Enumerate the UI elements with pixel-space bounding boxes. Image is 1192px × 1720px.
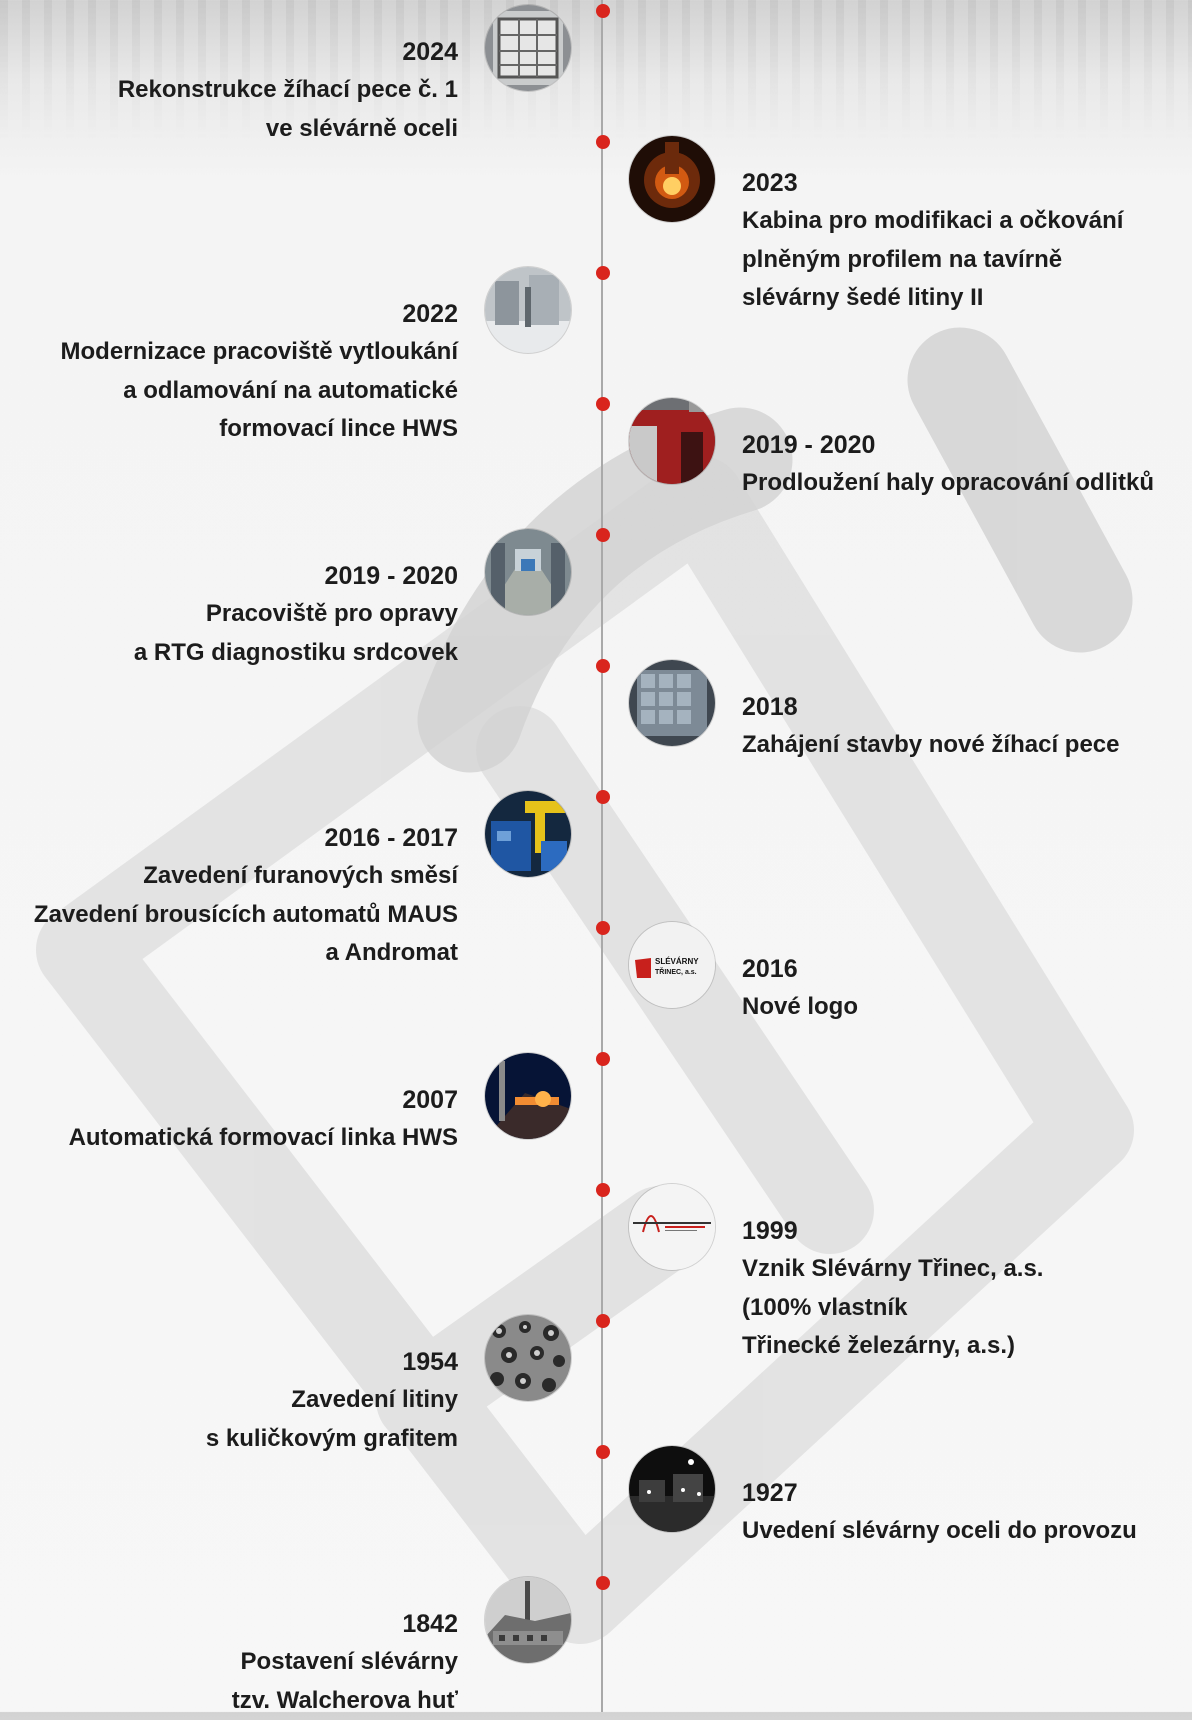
timeline-description: Nové logo bbox=[742, 993, 859, 1020]
timeline-year: 2019 - 2020 bbox=[742, 431, 876, 459]
timeline-dot bbox=[596, 1314, 610, 1328]
timeline-description: Zavedení litiny s kuličkovým grafitem bbox=[205, 1386, 458, 1452]
old-logo bbox=[629, 1184, 715, 1270]
timeline-year: 2016 - 2017 bbox=[324, 824, 458, 852]
timeline-year: 1927 bbox=[742, 1479, 798, 1507]
timeline-description: Kabina pro modifikaci a očkování plněným… bbox=[742, 207, 1124, 311]
timeline-dot bbox=[596, 528, 610, 542]
timeline-year: 2007 bbox=[402, 1086, 458, 1114]
timeline-year: 1954 bbox=[402, 1348, 458, 1376]
timeline-year: 2023 bbox=[742, 169, 798, 197]
timeline-description: Modernizace pracoviště vytloukání a odla… bbox=[60, 338, 458, 442]
timeline-year: 2022 bbox=[402, 300, 458, 328]
timeline-dot bbox=[596, 1052, 610, 1066]
timeline-year: 1842 bbox=[402, 1610, 458, 1638]
repair-workshop-photo bbox=[485, 529, 571, 615]
furnace-construction-photo bbox=[629, 660, 715, 746]
timeline-dot bbox=[596, 397, 610, 411]
timeline-description: Postavení slévárny tzv. Walcherova huť bbox=[231, 1648, 458, 1714]
timeline-description: Zahájení stavby nové žíhací pece bbox=[742, 731, 1120, 758]
timeline-description: Pracoviště pro opravy a RTG diagnostiku … bbox=[133, 600, 458, 666]
timeline-dot bbox=[596, 1576, 610, 1590]
molding-line-photo bbox=[485, 1053, 571, 1139]
grinding-machines-photo bbox=[485, 791, 571, 877]
timeline-description: Vznik Slévárny Třinec, a.s. (100% vlastn… bbox=[742, 1255, 1044, 1359]
timeline-year: 2024 bbox=[402, 38, 458, 66]
timeline-dot bbox=[596, 1445, 610, 1459]
timeline-description: Prodloužení haly opracování odlitků bbox=[742, 469, 1155, 496]
historic-ironworks-photo bbox=[485, 1577, 571, 1663]
timeline-description: Zavedení furanových směsí Zavedení brous… bbox=[33, 862, 458, 966]
timeline-dot bbox=[596, 921, 610, 935]
svg-text:TŘINEC, a.s.: TŘINEC, a.s. bbox=[655, 967, 697, 976]
steel-foundry-night-photo bbox=[629, 1446, 715, 1532]
hall-extension-photo bbox=[629, 398, 715, 484]
timeline-year: 2019 - 2020 bbox=[324, 562, 458, 590]
molten-metal-photo bbox=[629, 136, 715, 222]
timeline-dot bbox=[596, 659, 610, 673]
timeline-dot bbox=[596, 790, 610, 804]
timeline-description: Automatická formovací linka HWS bbox=[68, 1124, 458, 1151]
timeline-description: Uvedení slévárny oceli do provozu bbox=[742, 1517, 1137, 1544]
annealing-furnace-photo bbox=[485, 5, 571, 91]
timeline-year: 2016 bbox=[742, 955, 798, 983]
timeline-dot bbox=[596, 135, 610, 149]
timeline-dot bbox=[596, 1183, 610, 1197]
timeline-axis bbox=[601, 0, 603, 1712]
timeline-dot bbox=[596, 266, 610, 280]
nodular-graphite-micrograph bbox=[485, 1315, 571, 1401]
timeline-year: 1999 bbox=[742, 1217, 798, 1245]
svg-text:SLÉVÁRNY: SLÉVÁRNY bbox=[655, 957, 699, 966]
timeline-description: Rekonstrukce žíhací pece č. 1 ve slévárn… bbox=[117, 76, 458, 142]
timeline-dot bbox=[596, 4, 610, 18]
header-background-texture bbox=[0, 0, 1192, 140]
knockout-station-photo bbox=[485, 267, 571, 353]
timeline-year: 2018 bbox=[742, 693, 798, 721]
